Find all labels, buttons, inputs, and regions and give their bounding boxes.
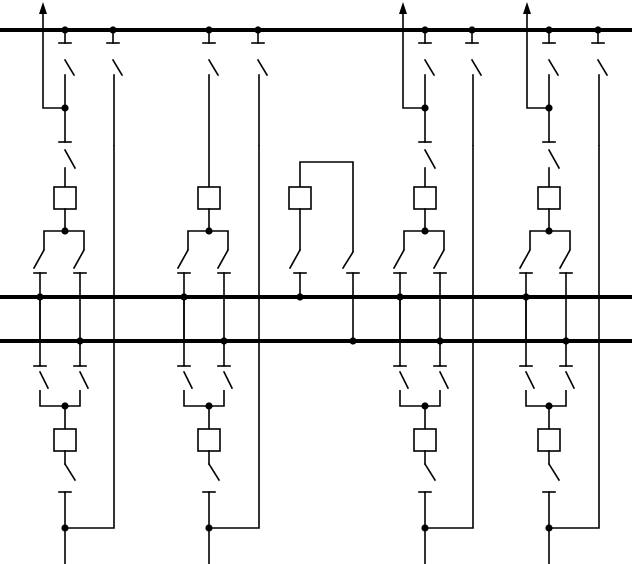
disconnector-blade xyxy=(596,58,609,77)
circuit-breaker xyxy=(197,428,221,452)
circuit-breaker xyxy=(288,186,312,210)
disconnector-blade xyxy=(341,250,355,270)
circuit-breaker xyxy=(537,186,561,210)
disconnector-blade xyxy=(547,148,561,170)
disconnector-blade xyxy=(78,370,90,390)
selector-branch xyxy=(403,230,445,250)
coupler-loop xyxy=(299,161,354,252)
disconnector-blade xyxy=(63,58,76,77)
outgoing-arrow-icon xyxy=(399,2,407,14)
disconnector-blade xyxy=(564,370,576,390)
disconnector-blade xyxy=(72,248,86,270)
junction-dot xyxy=(349,337,357,345)
disconnector-blade xyxy=(558,248,572,270)
circuit-breaker xyxy=(537,428,561,452)
disconnector-blade xyxy=(432,248,446,270)
disconnector-blade xyxy=(518,248,532,270)
selector-branch xyxy=(525,390,567,407)
disconnector-blade xyxy=(423,148,437,170)
disconnector-blade xyxy=(32,248,46,270)
disconnector-blade xyxy=(111,58,124,77)
disconnector-blade xyxy=(256,58,269,77)
selector-branch xyxy=(39,390,81,407)
outgoing-line xyxy=(42,14,65,109)
selector-branch xyxy=(187,230,229,250)
bypass-line xyxy=(425,145,474,529)
disconnector-blade xyxy=(288,248,302,270)
disconnector-blade xyxy=(398,370,410,390)
selector-branch xyxy=(399,390,441,407)
circuit-breaker xyxy=(197,186,221,210)
circuit-breaker xyxy=(413,186,437,210)
disconnector-blade xyxy=(216,248,230,270)
disconnector-blade xyxy=(207,462,221,482)
bypass-line xyxy=(549,145,600,529)
busbars xyxy=(0,28,632,343)
bay-4 xyxy=(518,2,609,564)
bay-1 xyxy=(32,2,124,564)
disconnector-blade xyxy=(176,248,190,270)
bus-coupler xyxy=(288,161,360,345)
bay-3 xyxy=(392,2,483,564)
disconnector-blade xyxy=(392,248,406,270)
disconnector-blade xyxy=(207,58,220,77)
selector-branch xyxy=(183,390,225,407)
bypass-line xyxy=(209,145,260,529)
selector-branch xyxy=(529,230,571,250)
disconnector-blade xyxy=(423,462,437,482)
circuit-breaker xyxy=(53,428,77,452)
disconnector-blade xyxy=(222,370,234,390)
disconnector-blade xyxy=(470,58,483,77)
disconnector-blade xyxy=(63,148,77,170)
bay-2 xyxy=(176,26,269,564)
outgoing-arrow-icon xyxy=(39,2,47,14)
circuit-breaker xyxy=(413,428,437,452)
disconnector-blade xyxy=(38,370,50,390)
disconnector-blade xyxy=(524,370,536,390)
selector-branch xyxy=(43,230,85,250)
disconnector-blade xyxy=(547,462,561,482)
disconnector-blade xyxy=(63,462,77,482)
outgoing-line xyxy=(402,14,425,109)
bypass-line xyxy=(65,145,115,529)
outgoing-arrow-icon xyxy=(523,2,531,14)
outgoing-line xyxy=(526,14,549,109)
disconnector-blade xyxy=(547,58,560,77)
circuit-breaker xyxy=(53,186,77,210)
junction-dot xyxy=(296,293,304,301)
disconnector-blade xyxy=(438,370,450,390)
disconnector-blade xyxy=(182,370,194,390)
disconnector-blade xyxy=(423,58,436,77)
